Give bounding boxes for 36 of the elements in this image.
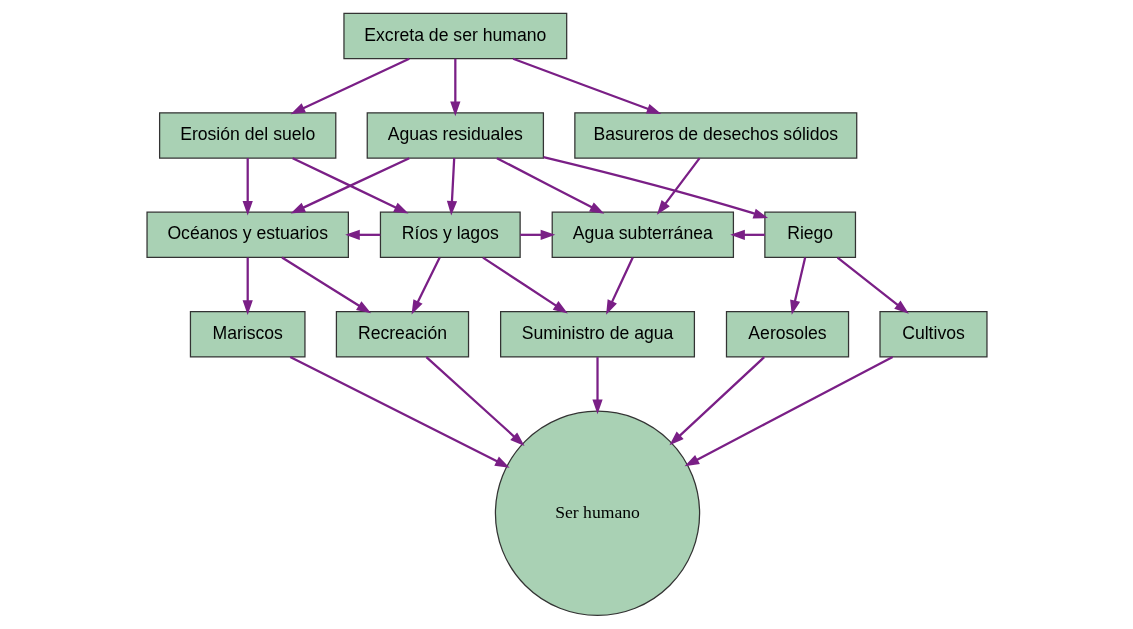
arrow (668, 356, 765, 446)
arrow (591, 357, 603, 415)
node-box: Mariscos (189, 310, 306, 358)
arrow (290, 57, 410, 115)
arrow (449, 58, 460, 117)
arrow (280, 256, 371, 314)
node-box: Erosión del suelo (158, 112, 336, 159)
arrow (519, 229, 555, 240)
node-box: Aerosoles (725, 310, 849, 358)
arrow (836, 256, 909, 314)
arrow (446, 158, 457, 216)
node-box: Recreación (335, 310, 469, 358)
node-box: Ríos y lagos (379, 211, 521, 259)
node-box: Basureros de desechos sólidos (573, 112, 857, 159)
arrow (411, 257, 441, 315)
arrow (656, 157, 700, 215)
arrow (289, 355, 510, 468)
node-box: Cultivos (878, 310, 988, 358)
arrow (684, 355, 893, 467)
arrow (789, 257, 806, 315)
arrow (344, 229, 380, 240)
arrow (542, 156, 768, 219)
node-box: Suministro de agua (499, 310, 695, 358)
arrow (242, 257, 253, 315)
arrow (242, 158, 253, 216)
node-box: Aguas residuales (366, 112, 544, 159)
node-box: Agua subterránea (551, 211, 734, 259)
arrow (495, 157, 604, 214)
arrow (605, 257, 634, 315)
node-box: Riego (763, 211, 856, 259)
arrow (512, 57, 661, 114)
arrow (425, 356, 525, 446)
node-box: Excreta de ser humano (342, 12, 567, 60)
node-box: Océanos y estuarios (145, 211, 349, 259)
arrow (481, 256, 568, 314)
arrow (729, 229, 765, 240)
